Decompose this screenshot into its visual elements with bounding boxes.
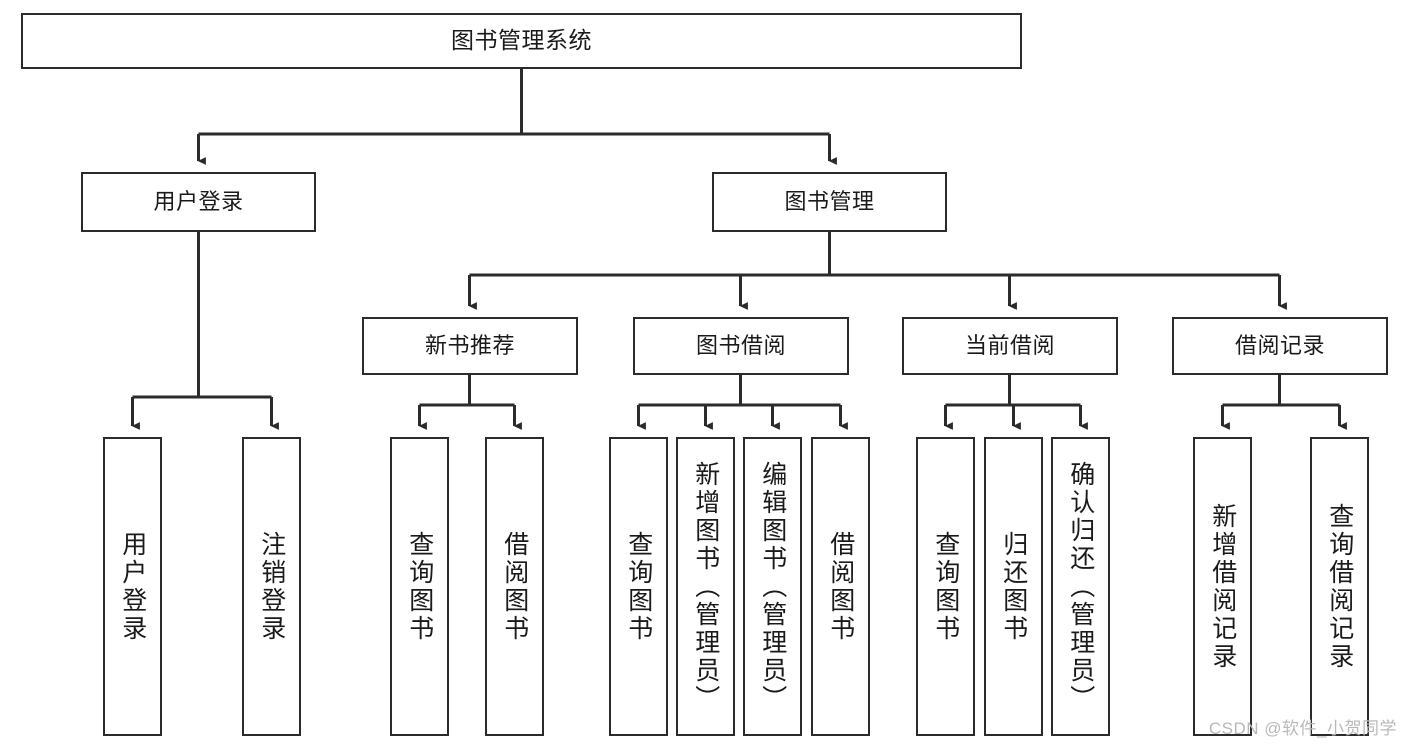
leaf-borrow-query-book[interactable]: 查询图书: [609, 437, 668, 736]
leaf-borrow-book-label: 借阅图书: [826, 530, 855, 643]
node-root[interactable]: 图书管理系统: [21, 13, 1022, 69]
leaf-borrow-query-book-label: 查询图书: [624, 530, 653, 643]
leaf-edit-book-admin[interactable]: 编辑图书（管理员）: [743, 437, 802, 736]
leaf-user-login[interactable]: 用户登录: [103, 437, 162, 736]
csdn-watermark: CSDN @软件_小贺同学: [1208, 719, 1397, 738]
node-borrow-record[interactable]: 借阅记录: [1172, 317, 1388, 375]
leaf-borrow-book[interactable]: 借阅图书: [811, 437, 870, 736]
leaf-user-login-label: 用户登录: [118, 530, 147, 643]
leaf-add-borrow-record[interactable]: 新增借阅记录: [1193, 437, 1252, 736]
leaf-recommend-query-book-label: 查询图书: [405, 530, 434, 643]
node-user-login-label: 用户登录: [153, 188, 244, 214]
node-book-borrow-label: 图书借阅: [695, 332, 786, 358]
leaf-confirm-return-admin-label: 确认归还（管理员）: [1066, 460, 1095, 713]
node-root-label: 图书管理系统: [451, 27, 592, 54]
leaf-recommend-borrow-book-label: 借阅图书: [500, 530, 529, 643]
leaf-current-query-book[interactable]: 查询图书: [916, 437, 975, 736]
leaf-recommend-query-book[interactable]: 查询图书: [390, 437, 449, 736]
node-book-management[interactable]: 图书管理: [712, 172, 947, 232]
node-new-book-recommend-label: 新书推荐: [424, 332, 515, 358]
leaf-logout-login-label: 注销登录: [257, 530, 286, 643]
leaf-add-borrow-record-label: 新增借阅记录: [1208, 502, 1237, 671]
leaf-edit-book-admin-label: 编辑图书（管理员）: [758, 460, 787, 713]
node-book-management-label: 图书管理: [784, 188, 875, 214]
leaf-current-query-book-label: 查询图书: [931, 530, 960, 643]
node-current-borrow-label: 当前借阅: [964, 332, 1055, 358]
node-current-borrow[interactable]: 当前借阅: [902, 317, 1118, 375]
leaf-recommend-borrow-book[interactable]: 借阅图书: [485, 437, 544, 736]
leaf-return-book[interactable]: 归还图书: [984, 437, 1043, 736]
leaf-query-borrow-record[interactable]: 查询借阅记录: [1310, 437, 1369, 736]
leaf-add-book-admin-label: 新增图书（管理员）: [691, 460, 720, 713]
node-user-login[interactable]: 用户登录: [81, 172, 316, 232]
node-new-book-recommend[interactable]: 新书推荐: [362, 317, 578, 375]
leaf-query-borrow-record-label: 查询借阅记录: [1325, 502, 1354, 671]
node-borrow-record-label: 借阅记录: [1234, 332, 1325, 358]
leaf-add-book-admin[interactable]: 新增图书（管理员）: [676, 437, 735, 736]
leaf-return-book-label: 归还图书: [999, 530, 1028, 643]
leaf-confirm-return-admin[interactable]: 确认归还（管理员）: [1051, 437, 1110, 736]
leaf-logout-login[interactable]: 注销登录: [242, 437, 301, 736]
node-book-borrow[interactable]: 图书借阅: [633, 317, 849, 375]
